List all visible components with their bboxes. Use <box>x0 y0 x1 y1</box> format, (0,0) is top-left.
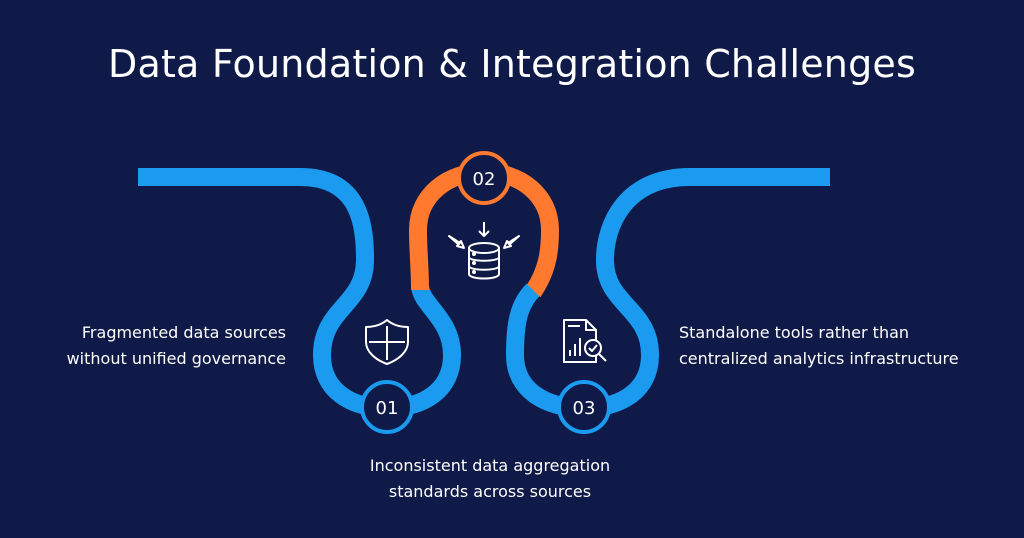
left-track <box>138 168 462 418</box>
step-02-caption-line-1: Inconsistent data aggregation <box>369 456 611 475</box>
step-01-caption-line-2: without unified governance <box>66 349 286 368</box>
step-01-caption-line-1: Fragmented data sources <box>81 323 286 342</box>
step-01-caption: Fragmented data sources without unified … <box>26 320 286 372</box>
step-02-number: 02 <box>473 169 496 190</box>
step-03-number: 03 <box>573 398 596 419</box>
shield-icon <box>365 319 409 365</box>
step-03-caption-line-1: Standalone tools rather than <box>679 323 910 342</box>
report-analytics-icon <box>563 319 607 363</box>
step-03-caption: Standalone tools rather than centralized… <box>679 320 1009 372</box>
database-icon <box>448 222 520 280</box>
step-01-badge: 01 <box>360 380 414 434</box>
step-01-number: 01 <box>376 398 399 419</box>
step-02-badge: 02 <box>457 151 511 205</box>
step-03-badge: 03 <box>557 380 611 434</box>
step-02-caption: Inconsistent data aggregation standards … <box>330 453 650 505</box>
step-02-caption-line-2: standards across sources <box>388 482 592 501</box>
page-title: Data Foundation & Integration Challenges <box>108 42 916 86</box>
step-03-caption-line-2: centralized analytics infrastructure <box>679 349 959 368</box>
right-track <box>505 168 830 418</box>
